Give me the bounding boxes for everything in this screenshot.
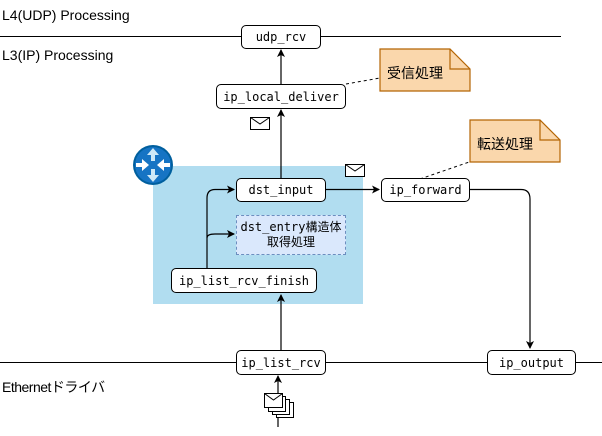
envelope-stack-icon (264, 393, 294, 418)
edge-finish-to-dst-entry (206, 230, 235, 239)
router-icon (133, 145, 173, 185)
note-link-forward (419, 159, 476, 180)
note-receive-shape (379, 48, 471, 92)
node-dst-input[interactable]: dst_input (236, 178, 326, 202)
note-receive-label: 受信処理 (387, 66, 443, 82)
layer-label-l2: Ethernetドライバ (2, 379, 105, 395)
dst-entry-line1: dst_entry構造体 (240, 220, 342, 234)
edge-forward-to-output (470, 188, 534, 349)
node-ip-output[interactable]: ip_output (487, 350, 576, 375)
envelope-icon (345, 164, 365, 177)
node-dst-entry-lookup[interactable]: dst_entry構造体 取得処理 (236, 215, 346, 255)
node-ip-local-deliver[interactable]: ip_local_deliver (216, 84, 346, 109)
note-receive-fold (449, 49, 470, 70)
layer-label-l4: L4(UDP) Processing (2, 7, 130, 23)
note-forward-label: 転送処理 (477, 137, 533, 153)
node-udp-rcv[interactable]: udp_rcv (241, 25, 321, 49)
dst-entry-line2: 取得処理 (266, 235, 315, 249)
note-forward-fold (539, 120, 560, 141)
node-ip-forward[interactable]: ip_forward (381, 178, 470, 202)
node-ip-list-rcv[interactable]: ip_list_rcv (236, 350, 326, 375)
edge-finish-to-dst-input (206, 185, 235, 268)
layer-label-l3: L3(IP) Processing (2, 47, 114, 63)
note-link-receive (345, 77, 381, 85)
envelope-icon (250, 117, 270, 130)
node-ip-list-rcv-finish[interactable]: ip_list_rcv_finish (171, 268, 317, 293)
note-forward-shape (469, 119, 561, 163)
